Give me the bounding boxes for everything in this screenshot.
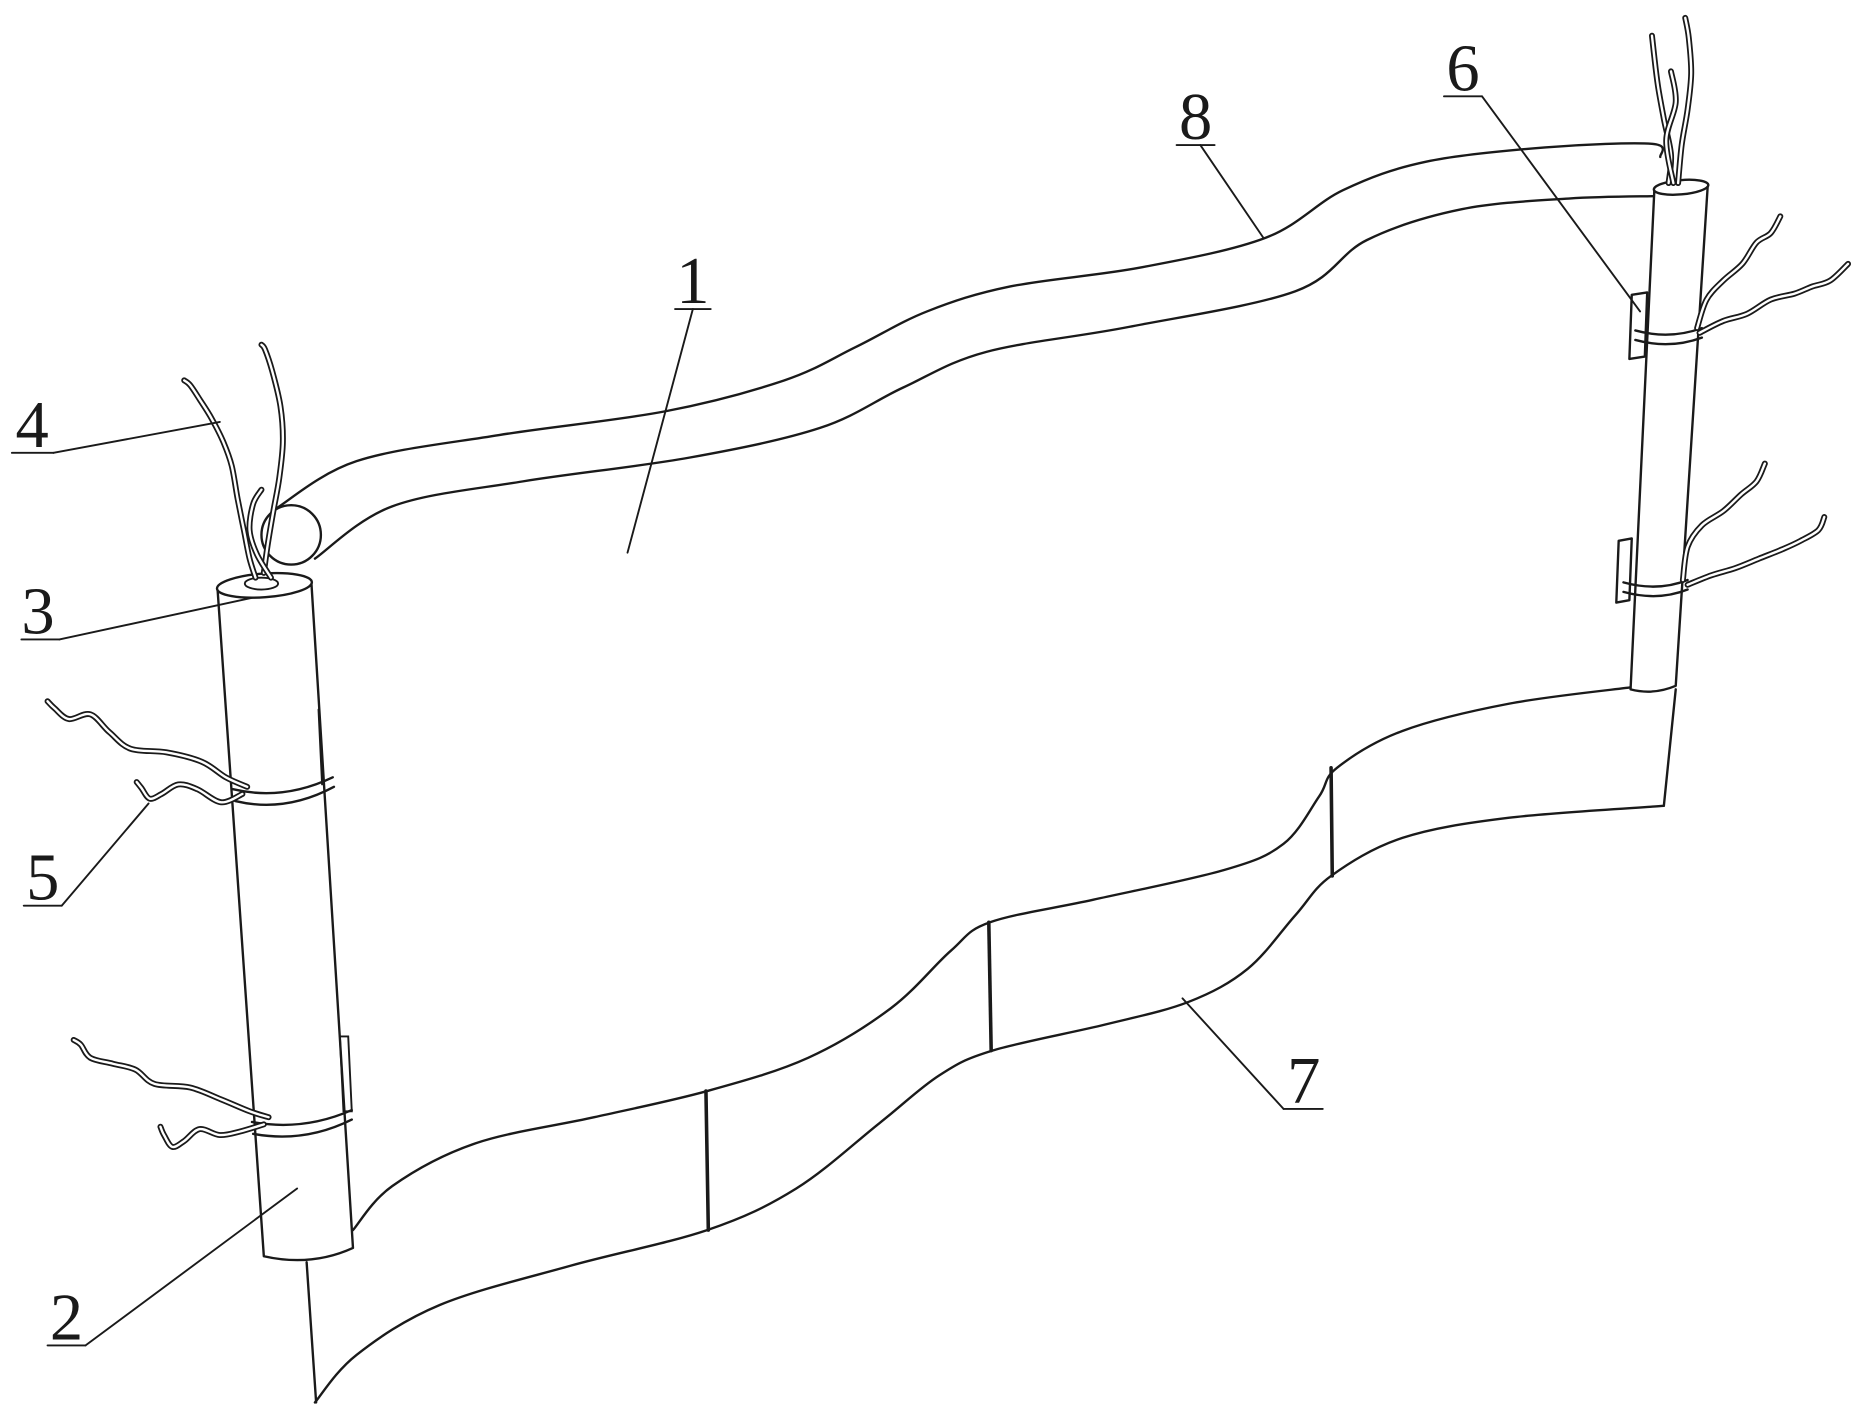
- left-upper-wire-a: [44, 698, 251, 790]
- top-tube: [274, 142, 1664, 560]
- label-2-leader: [84, 1187, 299, 1347]
- top-left-wire-b-core: [260, 343, 285, 575]
- skirt-stake-1: [704, 1089, 711, 1232]
- label-3-leader: [58, 596, 253, 641]
- top-left-wire-a: [181, 377, 259, 581]
- skirt-upper-edge: [351, 685, 1636, 1232]
- skirt-lower-edge: [313, 804, 1666, 1404]
- top-left-wire-a-core: [183, 379, 257, 579]
- left-upper-wire-a-core: [46, 700, 249, 789]
- right-band-lower-bottom: [1622, 588, 1689, 598]
- right-band-upper-bottom: [1634, 336, 1704, 346]
- skirt-stake-3: [1329, 766, 1335, 878]
- float-ball: [260, 503, 323, 566]
- skirt-stake-2: [987, 920, 993, 1053]
- label-6-leader: [1481, 95, 1642, 313]
- right-lower-wire-b-core: [1686, 515, 1826, 586]
- left-pole-body: [216, 581, 355, 1262]
- top-right-wire-b-core: [1676, 16, 1693, 185]
- label-1: 1: [676, 245, 709, 318]
- right-pole: [1615, 178, 1710, 693]
- left-band-lower-bottom: [251, 1118, 353, 1138]
- left-pole-plate-upper: [317, 708, 324, 786]
- left-pole-top-inner: [243, 576, 280, 591]
- label-4: 4: [15, 389, 48, 462]
- top-tube-lower-edge: [313, 194, 1657, 560]
- label-4-leader: [52, 421, 221, 454]
- right-lower-wire-b: [1684, 514, 1828, 588]
- top-tube-upper-edge: [274, 142, 1664, 510]
- label-6: 6: [1446, 32, 1479, 105]
- left-lower-wire-b-core: [159, 1123, 266, 1149]
- right-pole-plate-lower: [1615, 537, 1633, 604]
- label-8-leader: [1199, 144, 1265, 239]
- top-left-wire-c-core: [248, 488, 273, 579]
- left-lower-wire-a: [70, 1036, 272, 1121]
- left-pole-spike: [305, 1261, 318, 1404]
- clamp-bands: [231, 326, 1704, 1138]
- label-2: 2: [50, 1281, 83, 1354]
- left-band-upper-bottom: [234, 785, 336, 806]
- label-7-leader: [1181, 997, 1285, 1110]
- right-upper-wire-a-core: [1695, 215, 1782, 330]
- right-upper-wire-a: [1694, 213, 1784, 332]
- right-lower-wire-a-core: [1681, 462, 1767, 582]
- label-8: 8: [1179, 81, 1212, 154]
- top-right-wire-a-core: [1650, 34, 1673, 185]
- label-5-leader: [60, 802, 150, 907]
- right-pole-plate-upper: [1628, 291, 1649, 361]
- label-3: 3: [21, 576, 54, 649]
- label-1-leader: [626, 308, 694, 554]
- left-pole: [215, 571, 355, 1404]
- left-lower-wire-a-core: [72, 1038, 270, 1119]
- label-5: 5: [26, 842, 59, 915]
- skirt-right-edge: [1662, 688, 1677, 808]
- top-right-wire-c-core: [1665, 70, 1677, 185]
- left-upper-wire-b-core: [135, 780, 244, 804]
- right-upper-wire-b-core: [1698, 262, 1850, 335]
- wires: [44, 14, 1852, 1151]
- label-7: 7: [1287, 1045, 1320, 1118]
- left-lower-wire-b: [157, 1121, 267, 1151]
- right-pole-body: [1629, 183, 1710, 693]
- bottom-skirt: [313, 685, 1677, 1404]
- reference-labels: 1 2 3 4 5 6 7 8: [10, 32, 1642, 1354]
